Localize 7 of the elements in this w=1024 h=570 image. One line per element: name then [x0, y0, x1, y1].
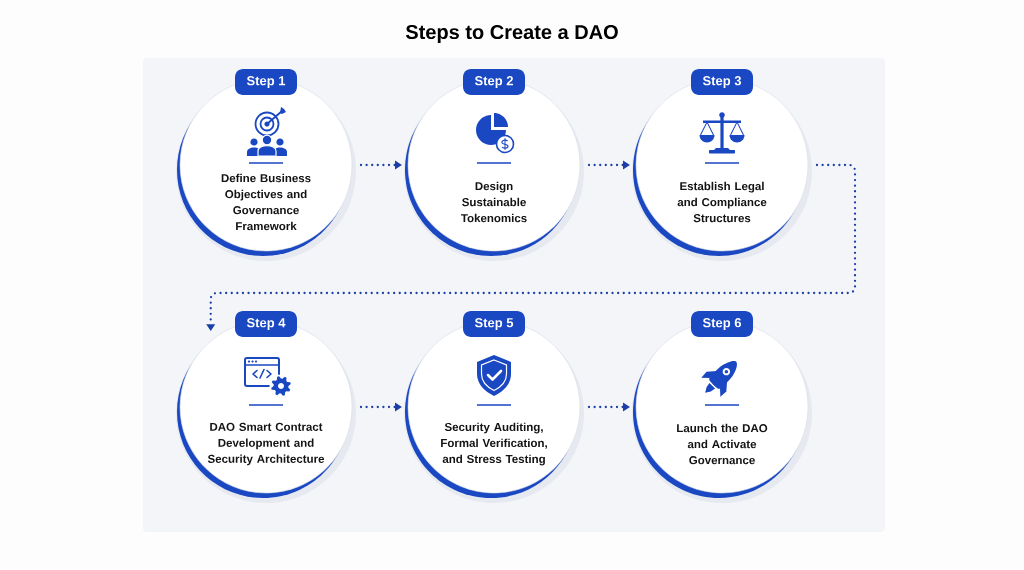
title: Steps to Create a DAO: [405, 24, 618, 44]
step-badge: Step 3: [691, 69, 753, 95]
step-badge: Step 2: [463, 69, 525, 95]
step-badge: Step 5: [463, 311, 525, 337]
step-badge: Step 1: [235, 69, 297, 95]
step-badge: Step 6: [691, 311, 753, 337]
step-badge: Step 4: [235, 311, 297, 337]
